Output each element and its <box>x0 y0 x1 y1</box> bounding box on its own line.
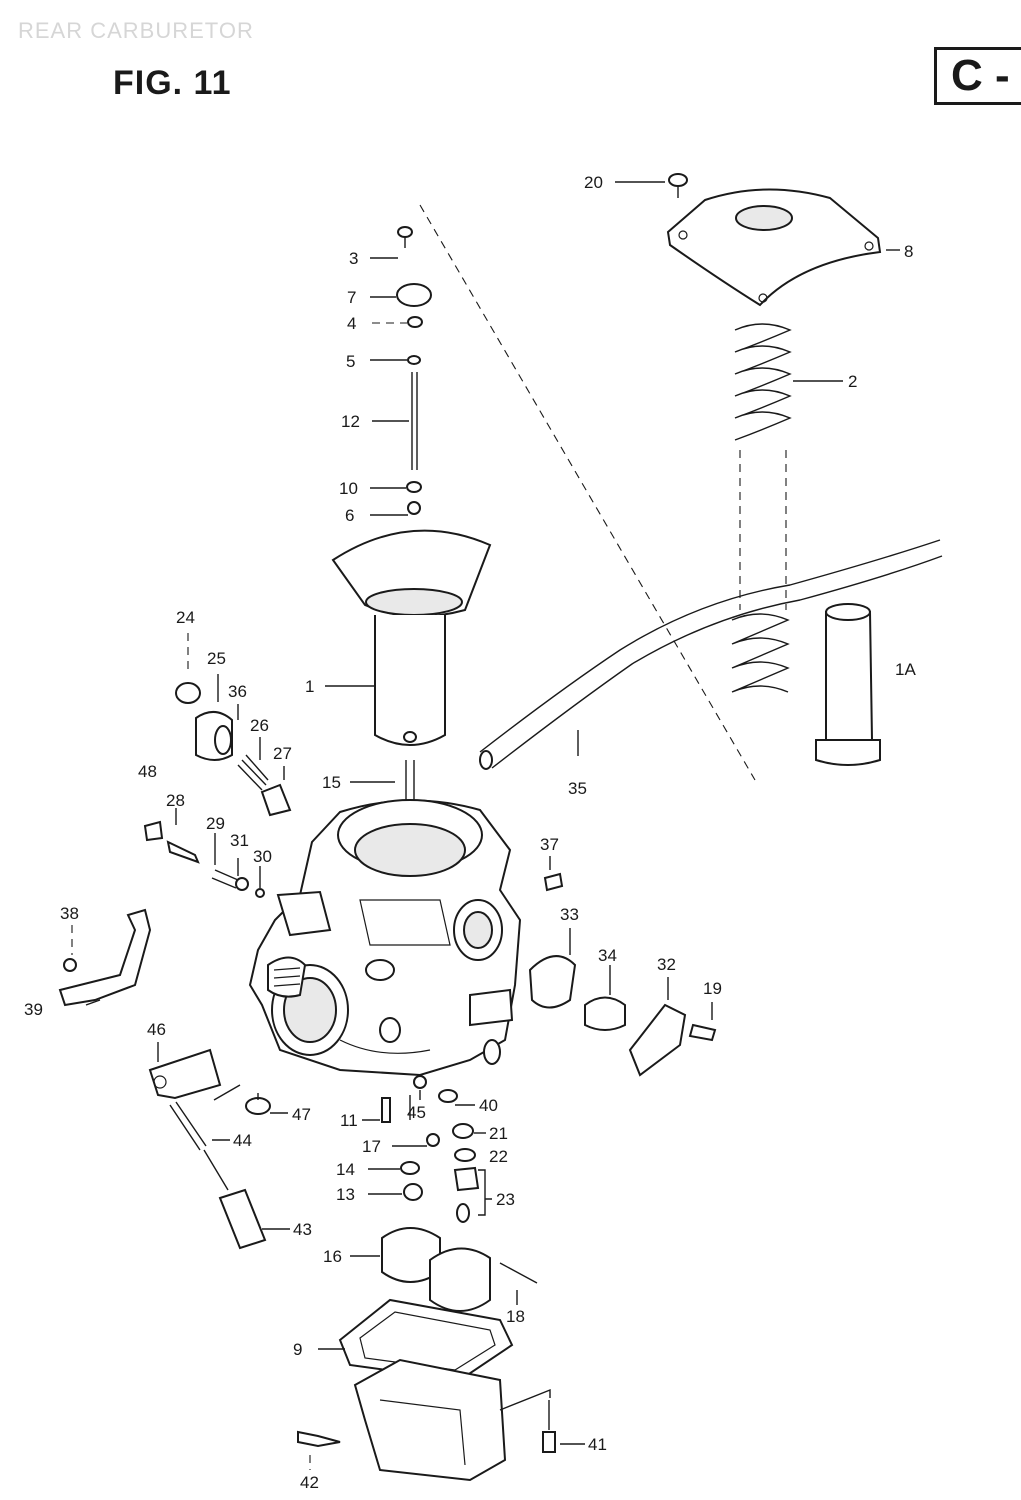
callout-1A: 1A <box>895 660 916 679</box>
callout-36: 36 <box>228 682 247 701</box>
screw-20-part <box>668 173 688 198</box>
callout-24: 24 <box>176 608 195 627</box>
callout-8: 8 <box>904 242 913 261</box>
carburetor-body-part <box>248 799 522 1077</box>
callout-32: 32 <box>657 955 676 974</box>
spring-2-part <box>731 323 792 693</box>
callout-6: 6 <box>345 506 354 525</box>
section-title: REAR CARBURETOR <box>18 18 254 43</box>
callout-37: 37 <box>540 835 559 854</box>
leader-lines <box>71 181 900 1470</box>
callout-11: 11 <box>340 1111 358 1130</box>
tube-1A-part <box>815 603 881 766</box>
callout-21: 21 <box>489 1124 508 1143</box>
callout-9: 9 <box>293 1340 302 1359</box>
callout-28: 28 <box>166 791 185 810</box>
callout-18: 18 <box>506 1307 525 1326</box>
callout-19: 19 <box>703 979 722 998</box>
callout-17: 17 <box>362 1137 381 1156</box>
float-area-parts <box>148 1048 538 1312</box>
hose-35-part <box>479 539 943 770</box>
callout-29: 29 <box>206 814 225 833</box>
pilot-screw-assembly-part <box>143 682 292 898</box>
callout-43: 43 <box>293 1220 312 1239</box>
callout-23: 23 <box>496 1190 515 1209</box>
callout-27: 27 <box>273 744 292 763</box>
callout-22: 22 <box>489 1147 508 1166</box>
slide-1-part <box>331 529 492 746</box>
callout-45: 45 <box>407 1103 426 1122</box>
callout-47: 47 <box>292 1105 311 1124</box>
callout-46: 46 <box>147 1020 166 1039</box>
callout-12: 12 <box>341 412 360 431</box>
callout-15: 15 <box>322 773 341 792</box>
float-bowl-part <box>297 1298 556 1482</box>
callout-34: 34 <box>598 946 617 965</box>
callout-25: 25 <box>207 649 226 668</box>
needle-stack-part <box>396 226 432 515</box>
callout-13: 13 <box>336 1185 355 1204</box>
callout-5: 5 <box>346 352 355 371</box>
callout-39: 39 <box>24 1000 43 1019</box>
callout-16: 16 <box>323 1247 342 1266</box>
callout-35: 35 <box>568 779 587 798</box>
callout-7: 7 <box>347 288 356 307</box>
callout-14: 14 <box>336 1160 355 1179</box>
callout-44: 44 <box>233 1131 252 1150</box>
callout-3: 3 <box>349 249 358 268</box>
callout-4: 4 <box>347 314 356 333</box>
callout-20: 20 <box>584 173 603 192</box>
callout-30: 30 <box>253 847 272 866</box>
centerline-diagonal <box>419 204 756 781</box>
right-cover-assembly-part <box>528 872 717 1077</box>
callout-31: 31 <box>230 831 249 850</box>
callout-41: 41 <box>588 1435 607 1454</box>
bracket-39-part <box>58 908 152 1007</box>
callout-labels: 20 8 2 3 7 4 5 12 10 6 1 1A 35 15 24 25 … <box>24 173 916 1492</box>
figure-label: FIG. 11 <box>113 64 232 102</box>
callout-1: 1 <box>305 677 314 696</box>
callout-2: 2 <box>848 372 857 391</box>
callout-33: 33 <box>560 905 579 924</box>
callout-40: 40 <box>479 1096 498 1115</box>
callout-10: 10 <box>339 479 358 498</box>
callout-48: 48 <box>138 762 157 781</box>
top-cap-part <box>666 188 882 307</box>
callout-42: 42 <box>300 1473 319 1492</box>
page-code-box: C - <box>934 47 1021 105</box>
callout-26: 26 <box>250 716 269 735</box>
callout-38: 38 <box>60 904 79 923</box>
